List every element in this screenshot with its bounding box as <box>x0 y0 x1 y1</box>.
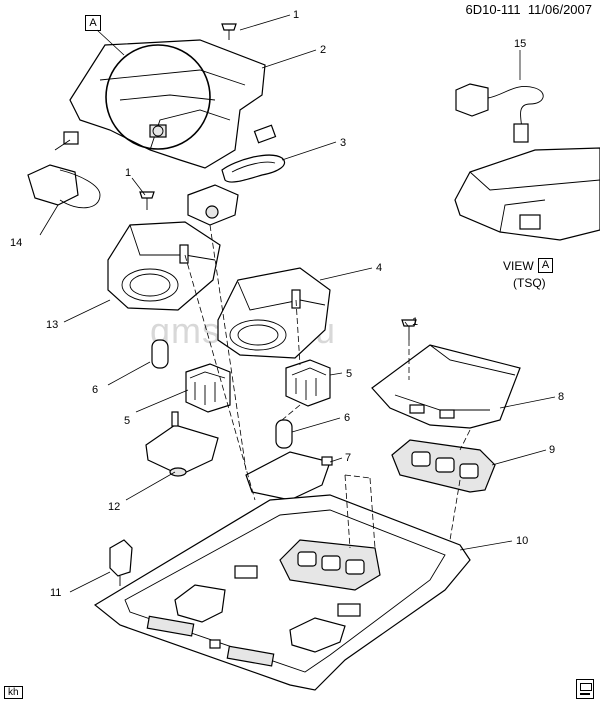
connector-block <box>187 184 239 226</box>
corner-code: kh <box>4 686 23 699</box>
callout-1-top: 1 <box>293 9 299 21</box>
view-marker-a: A <box>538 258 553 273</box>
drawing-header: 6D10-111 11/06/2007 <box>465 2 592 17</box>
part-4-lamp-housing <box>217 267 331 359</box>
part-13-lamp-housing <box>107 221 221 311</box>
drawing-id: 6D10-111 <box>465 2 521 17</box>
callout-5-right: 5 <box>346 368 352 380</box>
callout-7: 7 <box>345 452 351 464</box>
view-variant: (TSQ) <box>513 276 546 290</box>
part-12-lens <box>145 411 219 477</box>
callout-3: 3 <box>340 137 346 149</box>
callout-14: 14 <box>10 237 22 249</box>
part-1-screw-top <box>221 23 237 40</box>
part-6-bulb-right <box>275 419 293 449</box>
callout-6-left: 6 <box>92 384 98 396</box>
callout-12: 12 <box>108 501 120 513</box>
part-3-harness <box>221 124 286 183</box>
detail-marker-a: A <box>85 15 101 31</box>
part-2-bracket <box>69 39 266 169</box>
callout-1-left: 1 <box>125 167 131 179</box>
magnifier-circle <box>105 44 211 150</box>
part-14-harness <box>27 131 101 209</box>
part-10-console-panel <box>93 494 471 691</box>
callout-8: 8 <box>558 391 564 403</box>
callout-15: 15 <box>514 38 526 50</box>
view-a-inset <box>454 83 600 241</box>
view-label: VIEW <box>503 259 534 273</box>
part-1-screw-right <box>401 319 417 340</box>
view-caption: VIEW <box>503 259 534 273</box>
part-8-module-bracket <box>371 344 521 429</box>
part-6-bulb-left <box>151 339 169 369</box>
part-7-lens <box>245 451 333 501</box>
callout-13: 13 <box>46 319 58 331</box>
drawing-date: 11/06/2007 <box>527 2 592 17</box>
callout-1-right: 1 <box>412 316 418 328</box>
book-icon <box>576 679 594 699</box>
part-1-screw-left <box>139 191 155 210</box>
part-9-switch-panel <box>391 439 496 493</box>
callout-2: 2 <box>320 44 326 56</box>
part-11-clip <box>109 539 133 586</box>
callout-5-left: 5 <box>124 415 130 427</box>
part-5-socket-right <box>285 359 331 407</box>
callout-4: 4 <box>376 262 382 274</box>
callout-11: 11 <box>50 587 61 599</box>
part-5-socket-left <box>185 363 231 413</box>
callout-6-right: 6 <box>344 412 350 424</box>
callout-9: 9 <box>549 444 555 456</box>
callout-10: 10 <box>516 535 528 547</box>
